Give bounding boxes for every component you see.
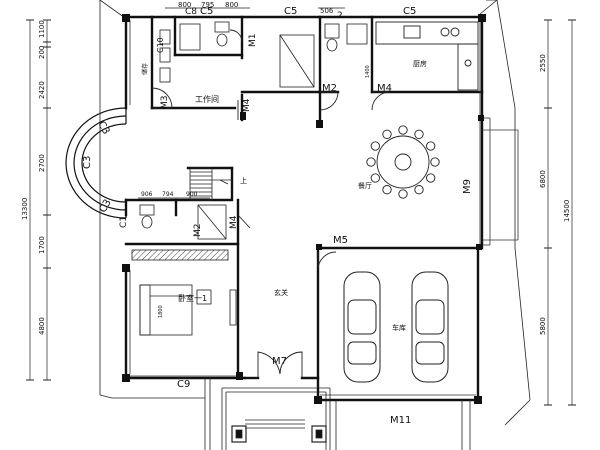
dining-chair: [398, 125, 408, 135]
roof-eave-outline: [99, 0, 531, 426]
entrance-porch: [204, 378, 471, 450]
kitchen-counter: [375, 21, 479, 91]
garage-cars: [343, 271, 449, 383]
columns: [122, 14, 486, 404]
door-label-m4-lower: M4: [229, 215, 239, 229]
left-dim-6: 4800: [38, 317, 46, 335]
window-label-c8: C8: [185, 7, 197, 17]
window-label-c3-left: C3: [82, 156, 93, 169]
room-label-garage: 车库: [392, 323, 406, 332]
dining-chair: [426, 173, 436, 183]
room-label-kitchen: 厨房: [413, 59, 427, 68]
door-label-m9: M9: [462, 179, 473, 194]
window-label-c9: C9: [177, 379, 190, 390]
top-dim-4: 506: [320, 7, 334, 15]
window-label-c10: C10: [156, 37, 165, 53]
dining-chair: [382, 185, 392, 195]
right-total: 14500: [563, 200, 571, 222]
room-label-foyer: 玄关: [274, 288, 288, 297]
left-dim-5: 1700: [38, 236, 46, 254]
door-label-m1: M1: [248, 34, 258, 48]
room-label-bedroom: 卧室一1: [178, 293, 207, 303]
door-label-m4-top: M4: [242, 98, 252, 112]
car-right: [411, 271, 449, 383]
stairs: [189, 167, 232, 201]
room-label-dining: 餐厅: [358, 181, 372, 190]
window-labels: C3 C3 C3 C5 C5 C5 C8 C9 C1 C10: [82, 6, 416, 390]
room-label-utility: 工作间: [195, 94, 219, 104]
dining-chair: [370, 141, 380, 151]
left-dim-1: 1100: [38, 20, 46, 38]
room-dim-2: 1400: [365, 65, 371, 78]
window-label-c1: C1: [119, 216, 129, 228]
left-total: 13300: [21, 198, 29, 220]
dining-chair: [382, 129, 392, 139]
window-label-c3-top: C3: [95, 119, 111, 136]
door-label-m2-lower: M2: [193, 224, 203, 238]
dimension-ticks: [26, 19, 576, 406]
door-label-m4-kitchen: M4: [377, 83, 392, 94]
right-dim-1: 2550: [539, 54, 547, 72]
small-dim-1: 906: [141, 191, 153, 198]
room-labels: 工作间 厨房 餐厅 卧室一1 玄关 车库 储存 上: [141, 59, 427, 332]
right-dim-2: 6800: [539, 170, 547, 188]
bedroom-furniture: [131, 249, 237, 336]
stair-label: 上: [240, 176, 247, 185]
dining-chair: [398, 189, 408, 199]
small-dim-3: 900: [186, 191, 198, 198]
dining-chair: [366, 157, 376, 167]
top-dim-3: 800: [225, 1, 238, 9]
left-dim-2: 200: [38, 46, 46, 59]
left-dim-4: 2700: [38, 154, 46, 172]
dining-chair: [414, 185, 424, 195]
left-dim-3: 2420: [38, 81, 46, 99]
dining-chair: [426, 141, 436, 151]
dimension-lines: [29, 7, 573, 405]
dining-chair: [370, 173, 380, 183]
top-dim-5: 2: [337, 11, 343, 21]
door-label-m5: M5: [333, 235, 348, 246]
dimension-labels: 800 795 800 506 2 906 794 900 1100 200 2…: [21, 1, 571, 335]
thin-lines: [128, 20, 519, 396]
door-label-m7: M7: [272, 356, 287, 367]
bathroom-fixtures: [139, 21, 368, 240]
door-label-m2-top: M2: [322, 83, 337, 94]
dining-table: [366, 125, 440, 199]
dining-chair: [430, 157, 440, 167]
walls: [124, 15, 484, 402]
doors: [151, 29, 391, 378]
door-label-m11: M11: [390, 415, 411, 426]
door-labels: M1 M2 M2 M3 M4 M4 M4 M5 M7 M9 M11: [160, 34, 473, 427]
small-dim-2: 794: [162, 191, 174, 198]
door-label-m3: M3: [160, 96, 170, 110]
top-dim-1: 800: [178, 1, 191, 9]
room-dim-1: 1800: [158, 305, 164, 318]
room-label-storage: 储存: [141, 63, 149, 75]
window-label-c5-mid: C5: [284, 6, 297, 17]
dining-chair: [414, 129, 424, 139]
top-dim-2: 795: [201, 1, 214, 9]
car-left: [343, 271, 381, 383]
right-dim-3: 5800: [539, 317, 547, 335]
window-label-c5-right: C5: [403, 6, 416, 17]
window-label-c5-left: C5: [200, 6, 213, 17]
bay-window: [65, 107, 127, 219]
